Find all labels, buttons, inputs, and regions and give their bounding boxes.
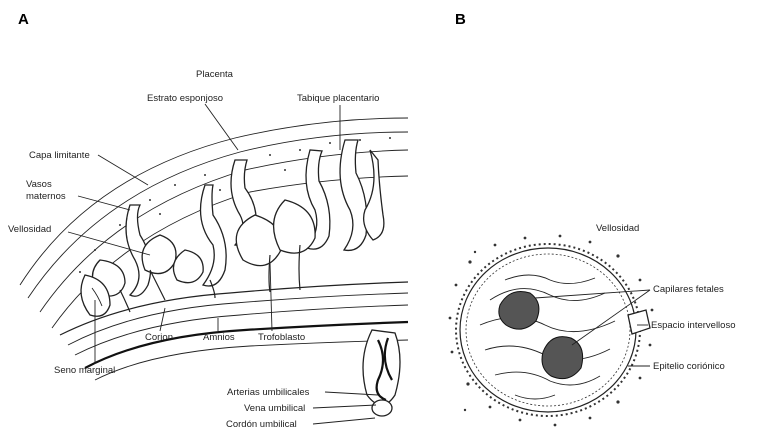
label-estrato-esponjoso: Estrato esponjoso — [147, 93, 223, 104]
label-capa-limitante: Capa limitante — [29, 150, 90, 161]
label-seno-marginal: Seno marginal — [54, 365, 115, 376]
label-vellosidad-a: Vellosidad — [8, 224, 51, 235]
label-tabique-placentario: Tabique placentario — [297, 93, 379, 104]
villus-cross-section — [456, 244, 640, 416]
panel-label-a: A — [18, 11, 29, 28]
leader-trofoblasto — [270, 262, 272, 331]
leader-cordon — [313, 418, 375, 424]
label-cordon-umbilical: Cordón umbilical — [226, 419, 297, 430]
label-amnios: Amnios — [203, 332, 235, 343]
label-vellosidad-b: Vellosidad — [596, 223, 639, 234]
label-trofoblasto: Trofoblasto — [258, 332, 305, 343]
label-placenta: Placenta — [196, 69, 234, 80]
leader-capa — [98, 155, 148, 185]
label-vasos-line2: maternos — [26, 191, 66, 202]
panel-label-b: B — [455, 11, 466, 28]
label-epitelio-corionico: Epitelio coriónico — [653, 361, 725, 372]
label-arterias-umbilicales: Arterias umbilicales — [227, 387, 310, 398]
label-espacio-intervelloso: Espacio intervelloso — [651, 320, 736, 331]
umbilical-cord — [363, 330, 400, 416]
label-corion: Corion — [145, 332, 173, 343]
label-vasos-line1: Vasos — [26, 179, 52, 190]
leader-vena — [313, 405, 376, 408]
villous-sprout — [628, 310, 650, 334]
label-capilares-fetales: Capilares fetales — [653, 284, 724, 295]
leader-corion — [160, 308, 165, 331]
label-vena-umbilical: Vena umbilical — [244, 403, 305, 414]
leader-estrato — [205, 104, 238, 150]
chorionic-villi — [93, 140, 384, 312]
leader-vasos — [78, 196, 130, 210]
